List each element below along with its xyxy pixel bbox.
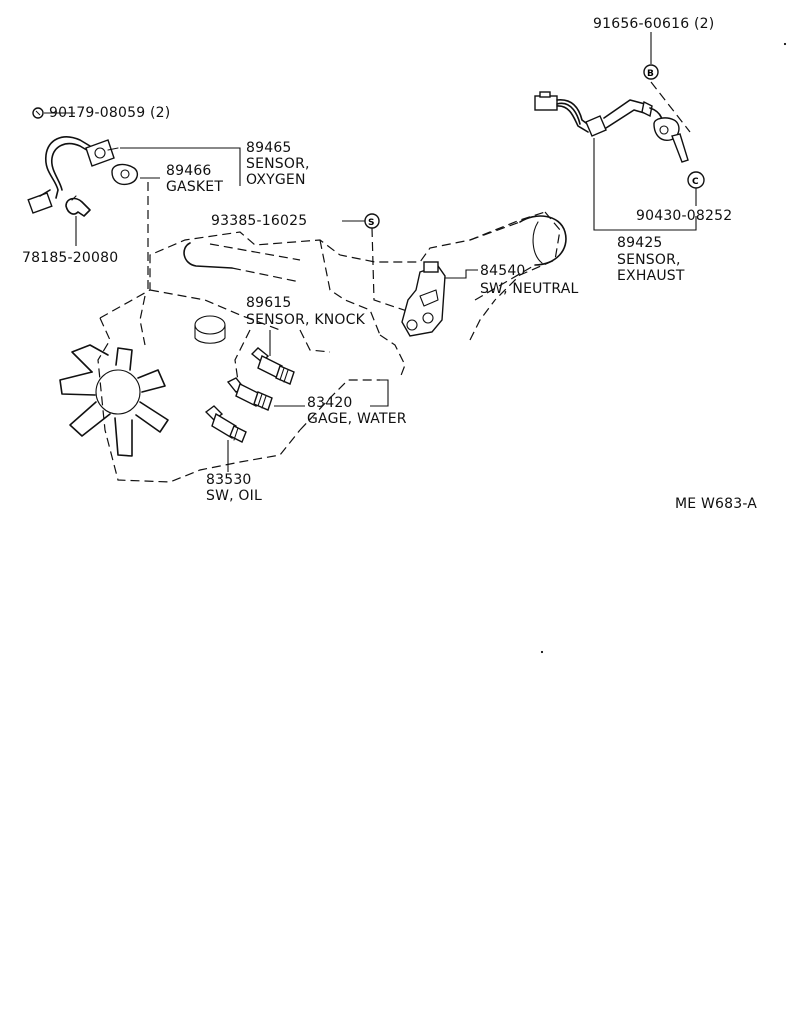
- part-name-89465-line1: SENSOR,: [246, 156, 310, 172]
- transmission-tail: [469, 215, 567, 301]
- part-number-89466: 89466: [166, 163, 212, 179]
- svg-text:B: B: [647, 69, 654, 79]
- part-name-89425-line1: SENSOR,: [617, 252, 681, 268]
- part-name-89466: GASKET: [166, 179, 224, 195]
- water-gage-bracket: [370, 379, 389, 407]
- part-number-78185: 78185-20080: [22, 250, 119, 266]
- clamp-icon: [65, 195, 91, 246]
- exhaust-sensor-drawing: [534, 81, 697, 231]
- part-number-90430: 90430-08252: [636, 208, 733, 224]
- part-number-89465: 89465: [246, 140, 292, 156]
- part-number-89425: 89425: [617, 235, 663, 251]
- oil-switch-drawing: [204, 405, 247, 472]
- nut-c-icon: C: [687, 171, 705, 206]
- neutral-switch-drawing: S: [342, 213, 478, 337]
- part-number-89615: 89615: [246, 295, 292, 311]
- part-name-84540: SW, NEUTRAL: [480, 281, 579, 297]
- svg-text:C: C: [692, 177, 699, 187]
- part-number-83530: 83530: [206, 472, 252, 488]
- diagram-id: ME W683-A: [675, 496, 758, 512]
- water-gage-drawing: [226, 377, 305, 411]
- intake-tube: [183, 242, 301, 344]
- part-number-84540: 84540: [480, 263, 526, 279]
- part-number-91656: 91656-60616 (2): [593, 16, 715, 32]
- part-name-89425-line2: EXHAUST: [617, 268, 685, 284]
- part-number-83420: 83420: [307, 395, 353, 411]
- part-name-89615: SENSOR, KNOCK: [246, 312, 365, 328]
- knock-sensor-drawing: [250, 330, 295, 385]
- nut-icon: [32, 107, 75, 119]
- part-name-83420: GAGE, WATER: [307, 411, 407, 427]
- oxygen-leaders: [120, 147, 241, 290]
- part-number-90179: 90179-08059 (2): [49, 105, 171, 121]
- part-name-89465-line2: OXYGEN: [246, 172, 306, 188]
- svg-text:S: S: [368, 218, 374, 228]
- fan-icon: [59, 344, 169, 457]
- gasket-icon: [111, 163, 139, 186]
- bolt-b-icon: B: [643, 32, 659, 80]
- part-name-83530: SW, OIL: [206, 488, 262, 504]
- engine-outline: [97, 211, 561, 483]
- part-number-93385: 93385-16025: [211, 213, 308, 229]
- oxygen-sensor-drawing: [27, 136, 119, 214]
